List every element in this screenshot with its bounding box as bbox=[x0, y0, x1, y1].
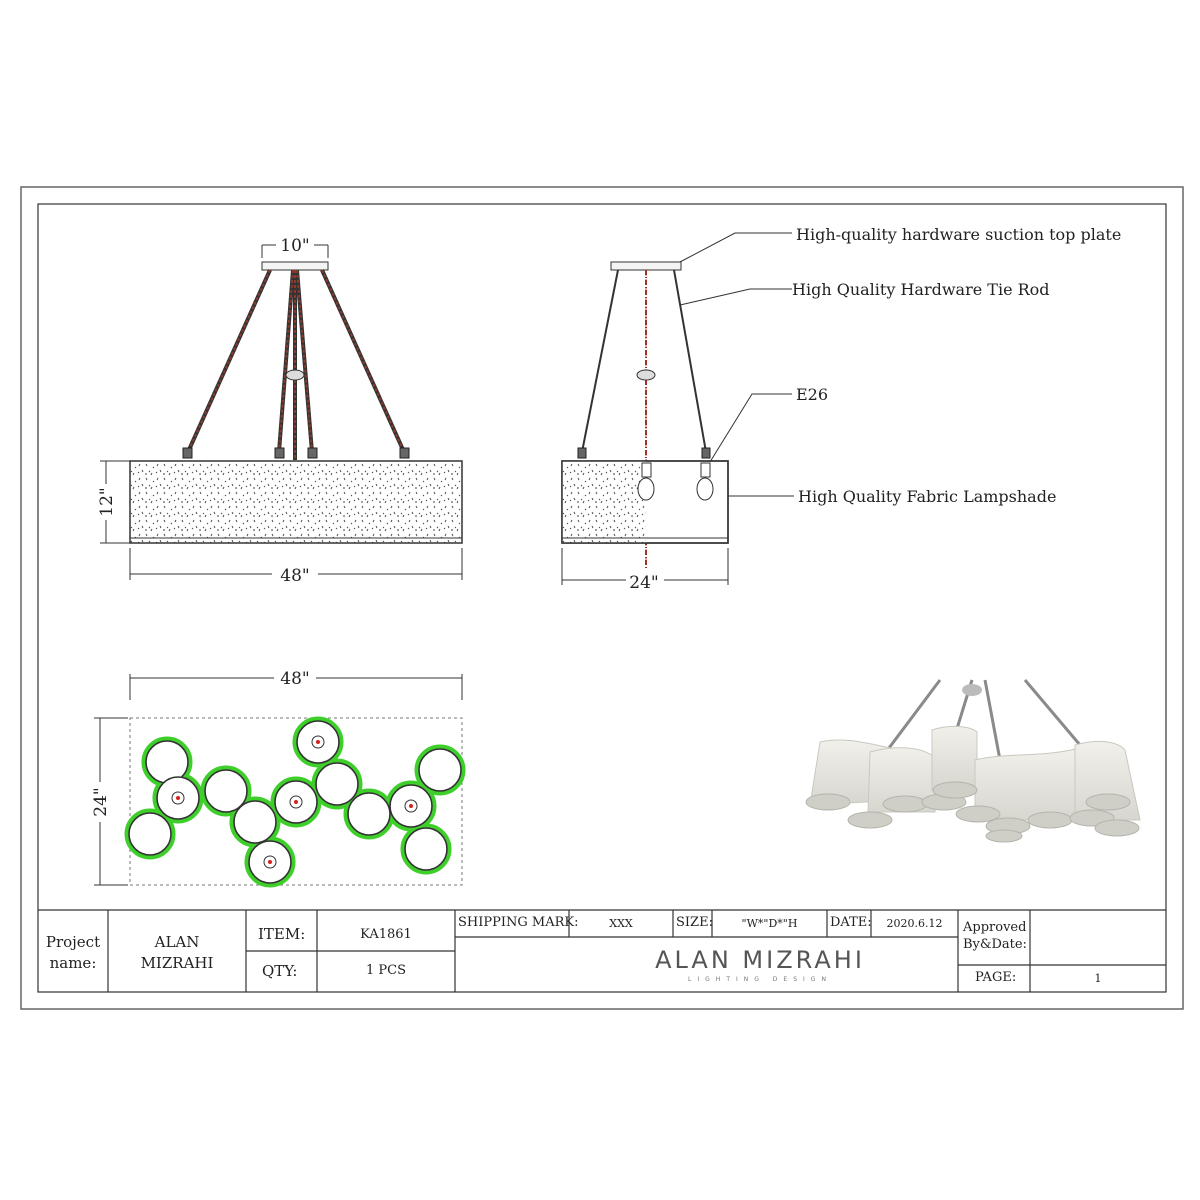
outer-frame bbox=[20, 186, 1184, 1010]
e26-bulbs bbox=[637, 462, 714, 501]
plan-depth-dimension: 24" bbox=[91, 787, 111, 816]
plan-view: 48" 24" bbox=[91, 669, 466, 888]
project-label: Project name: bbox=[45, 933, 101, 972]
inner-frame bbox=[37, 203, 1167, 993]
callout-e26: E26 bbox=[796, 385, 828, 404]
page-label: PAGE: bbox=[975, 970, 1017, 985]
brand-logo-name: ALAN MIZRAHI bbox=[655, 946, 865, 974]
size-value: "W*"D*"H bbox=[741, 917, 798, 930]
qty-value: 1 PCS bbox=[365, 963, 406, 978]
date-label: DATE: bbox=[830, 915, 872, 930]
size-label: SIZE: bbox=[676, 915, 713, 930]
callouts bbox=[679, 232, 794, 497]
approved-label: Approved By&Date: bbox=[963, 920, 1027, 952]
front-lampshade bbox=[129, 460, 463, 544]
callout-tie-rod: High Quality Hardware Tie Rod bbox=[792, 280, 1050, 299]
socket-markers bbox=[171, 735, 418, 869]
page-value: 1 bbox=[1094, 972, 1102, 985]
front-view: 10" 12" bbox=[97, 236, 463, 586]
ceiling-plate bbox=[261, 261, 329, 271]
callout-lampshade: High Quality Fabric Lampshade bbox=[798, 487, 1056, 506]
top-plate-dimension: 10" bbox=[280, 236, 309, 256]
date-value: 2020.6.12 bbox=[886, 917, 943, 930]
product-render bbox=[805, 679, 1141, 843]
brand-logo-tagline: LIGHTING DESIGN bbox=[688, 976, 832, 983]
project-name: ALAN MIZRAHI bbox=[140, 933, 214, 972]
front-height-dimension: 12" bbox=[97, 487, 117, 516]
item-value: KA1861 bbox=[360, 927, 412, 942]
callout-top-plate: High-quality hardware suction top plate bbox=[796, 225, 1121, 244]
qty-label: QTY: bbox=[262, 962, 298, 980]
side-ceiling-plate bbox=[610, 261, 682, 271]
side-width-dimension: 24" bbox=[629, 573, 658, 593]
plan-width-dimension: 48" bbox=[280, 669, 309, 689]
title-block bbox=[38, 909, 1166, 992]
side-view: 24" bbox=[561, 261, 729, 593]
shipping-mark-value: XXX bbox=[609, 917, 633, 930]
front-width-dimension: 48" bbox=[280, 566, 309, 586]
shipping-mark-label: SHIPPING MARK: bbox=[458, 915, 579, 930]
item-label: ITEM: bbox=[258, 925, 306, 943]
